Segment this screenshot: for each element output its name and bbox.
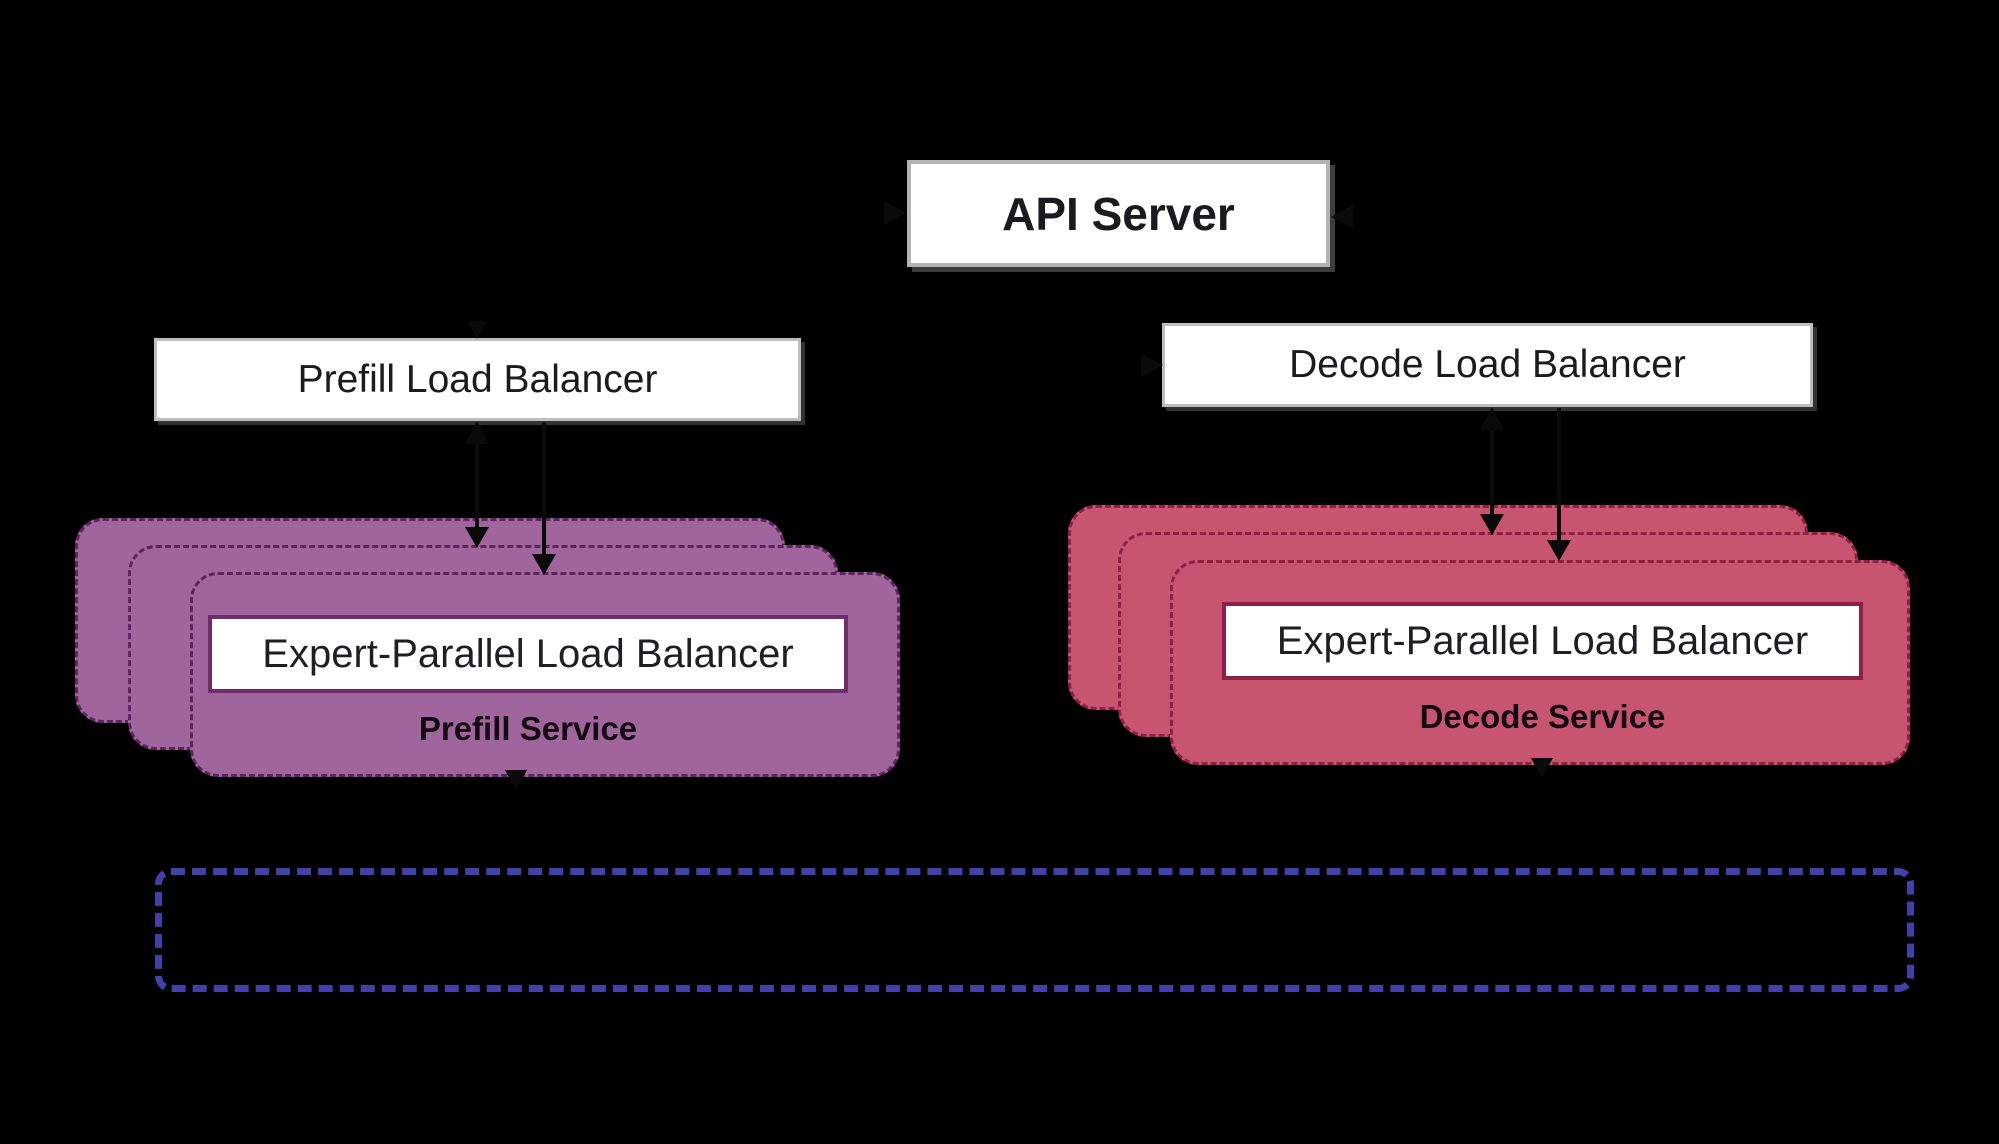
api-server-label: API Server [1002,187,1235,240]
prefill-expert-parallel-lb-label: Expert-Parallel Load Balancer [262,631,794,676]
arrow-into-api-left-icon [884,201,906,225]
prefill-expert-parallel-lb-node: Expert-Parallel Load Balancer [208,615,848,693]
shared-infrastructure-zone [155,868,1914,992]
api-server-node: API Server [907,160,1330,267]
decode-load-balancer-node: Decode Load Balancer [1162,323,1813,407]
arrow-into-decode-lb-icon [1141,353,1163,377]
decode-load-balancer-label: Decode Load Balancer [1289,343,1686,386]
arrow-up-into-prefill-lb-icon [465,421,489,444]
arrow-into-api-right-icon [1331,205,1353,229]
decode-service-label: Decode Service [1419,698,1666,735]
arrow-up-into-decode-lb-icon [1480,407,1504,430]
prefill-service-label: Prefill Service [418,710,638,747]
prefill-load-balancer-node: Prefill Load Balancer [154,338,801,421]
decode-expert-parallel-lb-label: Expert-Parallel Load Balancer [1276,618,1809,663]
prefill-load-balancer-label: Prefill Load Balancer [297,357,658,401]
decode-expert-parallel-lb-node: Expert-Parallel Load Balancer [1222,602,1863,680]
arrow-into-prefill-lb-icon [467,321,487,339]
